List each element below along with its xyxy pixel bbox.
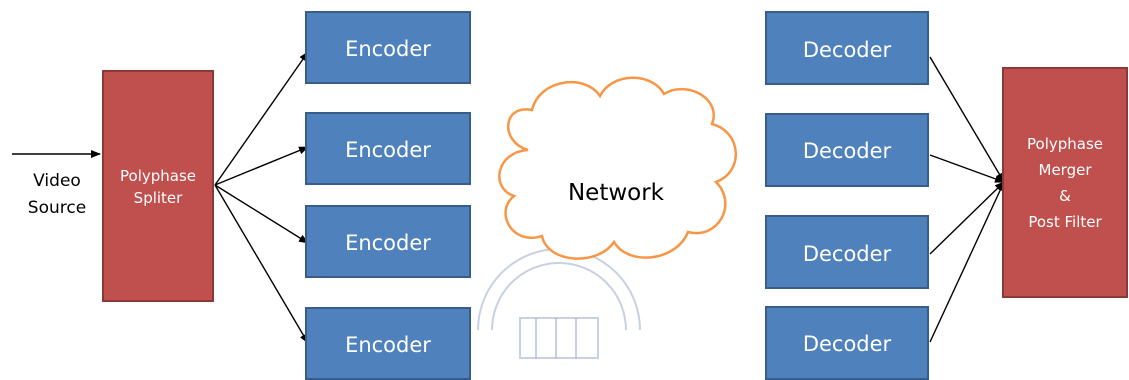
video-source-label: Video Source: [28, 171, 86, 218]
splitter-label-line2: Spliter: [134, 189, 183, 207]
encoder-node: Encoder: [305, 205, 471, 278]
network-cloud: Network: [498, 76, 738, 260]
decoder-node: Decoder: [765, 113, 929, 187]
merger-label-line3: &: [1059, 187, 1071, 205]
edge-splitter-to-encoder-4: [214, 184, 309, 344]
encoder-label: Encoder: [345, 333, 431, 357]
encoder-label: Encoder: [345, 138, 431, 162]
merger-label-line1: Polyphase: [1027, 135, 1103, 153]
decoder-label: Decoder: [803, 139, 892, 163]
edge-splitter-to-encoder-1: [214, 51, 309, 186]
video-source-label-line1: Video: [33, 171, 81, 191]
edge-splitter-to-encoder-3: [214, 184, 309, 244]
merger-label-line4: Post Filter: [1028, 213, 1102, 231]
decoder-label: Decoder: [803, 332, 892, 356]
cloud-icon: [498, 76, 738, 260]
encoder-node: Encoder: [305, 112, 471, 185]
decoder-label: Decoder: [803, 242, 892, 266]
decoder-node: Decoder: [765, 215, 929, 289]
edge-splitter-to-encoder-2: [214, 146, 309, 186]
splitter-label-line1: Polyphase: [120, 167, 196, 185]
decoder-node: Decoder: [765, 11, 929, 85]
encoder-node: Encoder: [305, 11, 471, 84]
decoder-node: Decoder: [765, 306, 929, 380]
network-label: Network: [568, 180, 665, 206]
decoder-label: Decoder: [803, 38, 892, 62]
edge-decoder-4-to-merger: [929, 181, 1005, 343]
polyphase-merger-node: Polyphase Merger & Post Filter: [1002, 67, 1128, 298]
polyphase-splitter-node: Polyphase Spliter: [102, 70, 214, 302]
encoder-label: Encoder: [345, 231, 431, 255]
edge-decoder-1-to-merger: [929, 56, 1005, 183]
merger-label-line2: Merger: [1039, 161, 1093, 179]
encoder-label: Encoder: [345, 37, 431, 61]
video-source-label-line2: Source: [28, 198, 86, 218]
edge-decoder-2-to-merger: [929, 154, 1005, 183]
edges: [12, 51, 1005, 344]
watermark-seal: [477, 248, 641, 359]
encoder-node: Encoder: [305, 307, 471, 380]
edge-decoder-3-to-merger: [929, 181, 1005, 255]
